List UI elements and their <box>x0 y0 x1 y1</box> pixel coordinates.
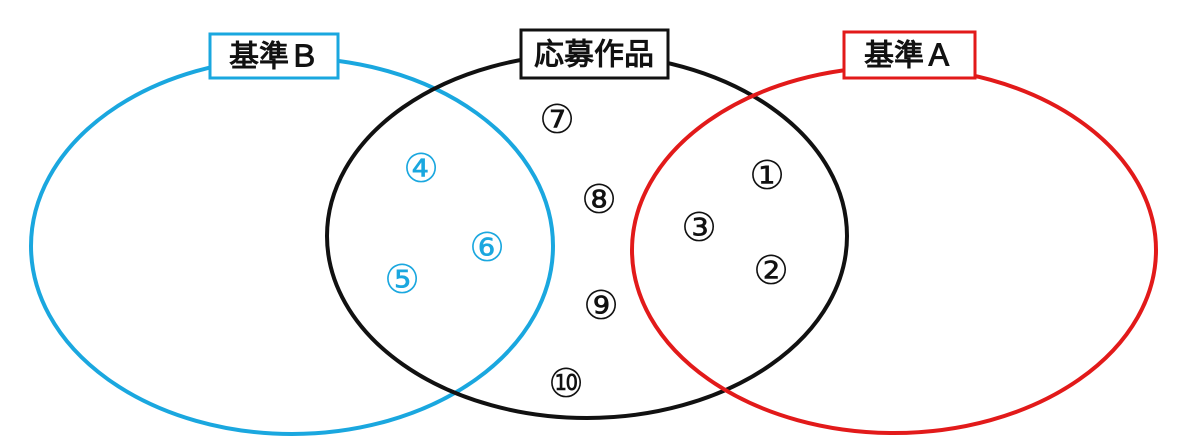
item-3: ③ <box>681 205 717 251</box>
item-9: ⑨ <box>583 283 619 329</box>
item-6: ⑥ <box>469 225 505 271</box>
entries-ellipse <box>325 52 849 420</box>
item-10: ⑩ <box>548 361 584 407</box>
item-7: ⑦ <box>539 97 575 143</box>
criterion-b-label: 基準Ｂ <box>229 40 319 75</box>
criterion-a-label-box: 基準Ａ <box>842 30 977 80</box>
item-4: ④ <box>403 146 439 192</box>
criterion-a-label: 基準Ａ <box>864 39 954 74</box>
item-2: ② <box>753 248 789 294</box>
criterion-b-label-box: 基準Ｂ <box>208 32 340 80</box>
item-8: ⑧ <box>581 177 617 223</box>
entries-label-box: 応募作品 <box>519 28 670 80</box>
item-5: ⑤ <box>384 257 420 303</box>
item-1: ① <box>749 153 785 199</box>
entries-label: 応募作品 <box>534 38 654 73</box>
